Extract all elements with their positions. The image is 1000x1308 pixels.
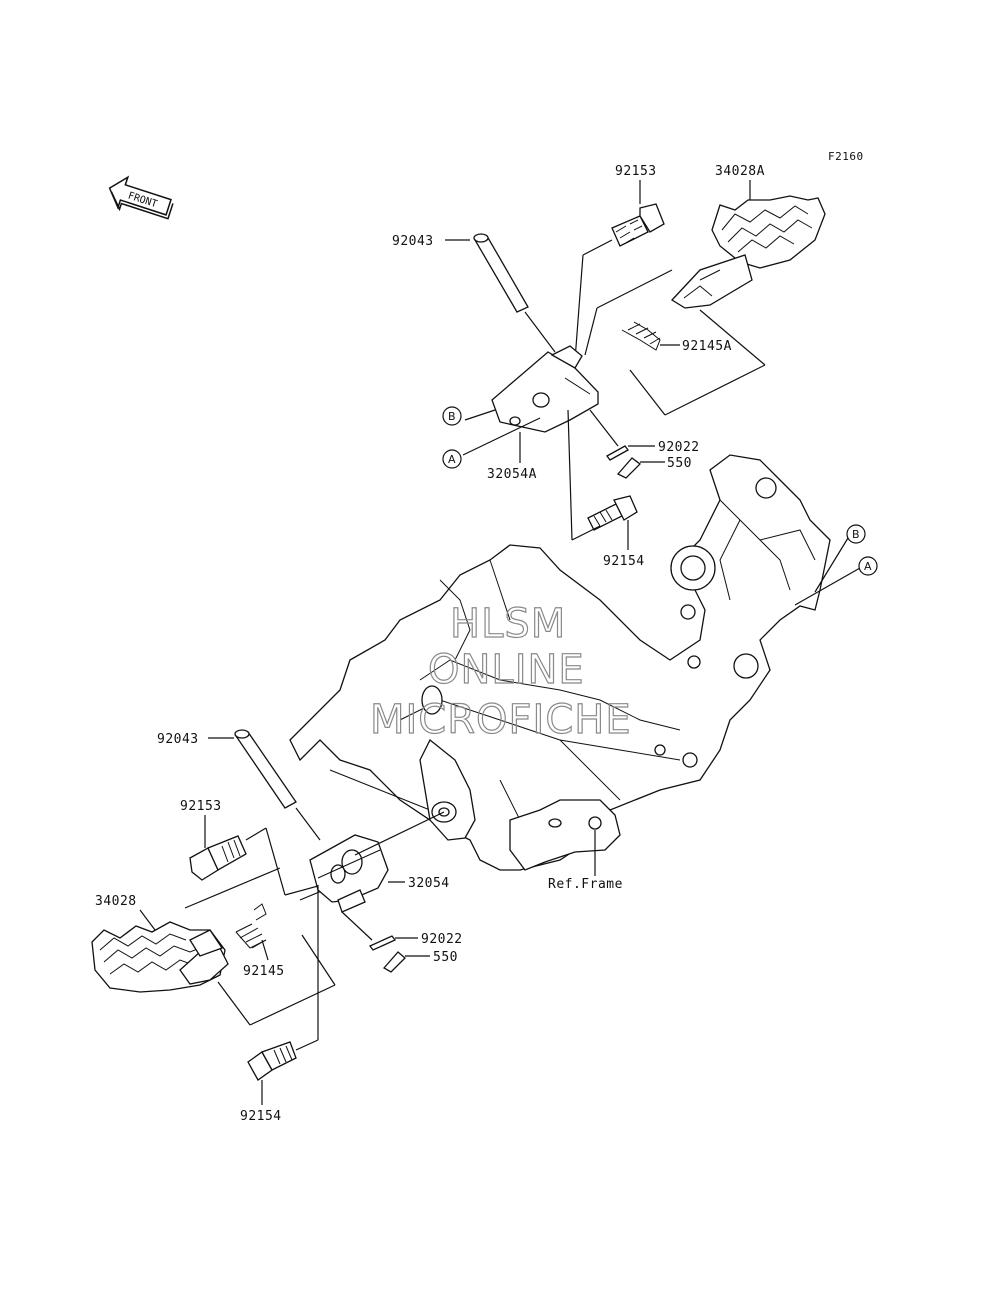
lower-mount-bolt-label: 92154: [240, 1109, 282, 1124]
upper-pin: [473, 233, 529, 313]
upper-ref-a-circle: [442, 449, 462, 469]
frame-ref-a-label: A: [864, 560, 872, 573]
upper-cotter-pin: [606, 445, 629, 461]
upper-mount-bolt-label: 92154: [603, 554, 645, 569]
lower-mount-bolt: [247, 1041, 297, 1081]
lower-bracket-label: 32054: [408, 876, 450, 891]
upper-washer: [616, 457, 641, 479]
lower-bolt: [189, 835, 247, 881]
figure-code: F2160: [828, 150, 864, 163]
frame-drawing: [289, 454, 831, 871]
upper-bolt: [611, 203, 665, 247]
lower-assembly: 92043 92153 32054: [91, 729, 463, 1124]
lower-washer-label: 550: [433, 950, 458, 965]
lower-spring: [235, 903, 267, 949]
upper-mount-bolt: [587, 495, 638, 531]
lower-cotter-pin: [368, 935, 397, 951]
lower-spring-label: 92145: [243, 964, 285, 979]
lower-pin: [234, 729, 297, 809]
upper-bracket-label: 32054A: [487, 467, 537, 482]
lower-pin-label: 92043: [157, 732, 199, 747]
upper-spring: [621, 321, 661, 351]
upper-assembly: 92043 92153 34028A: [392, 164, 826, 569]
upper-footpeg-label: 34028A: [715, 164, 765, 179]
frame-reference-a: A: [794, 556, 878, 606]
lower-bolt-label: 92153: [180, 799, 222, 814]
frame-reference-b: B: [814, 524, 866, 593]
upper-bracket: [491, 345, 599, 433]
watermark: HLSM ONLINE MICROFICHE: [369, 600, 632, 743]
lower-bracket: [309, 834, 389, 913]
ref-frame-label: Ref.Frame: [548, 877, 623, 892]
upper-spring-label: 92145A: [682, 339, 732, 354]
upper-footpeg: [670, 195, 826, 309]
front-arrow-icon: FRONT: [108, 175, 174, 220]
watermark-line-2: ONLINE: [428, 647, 585, 693]
watermark-line-1: HLSM: [450, 601, 566, 647]
upper-washer-label: 550: [667, 456, 692, 471]
upper-ref-a-label: A: [448, 453, 456, 466]
watermark-line-3: MICROFICHE: [370, 697, 632, 743]
frame-ref-b-label: B: [852, 528, 860, 541]
upper-ref-b-circle: [442, 406, 462, 426]
upper-pin-label: 92043: [392, 234, 434, 249]
lower-washer: [382, 951, 406, 973]
lower-footpeg-label: 34028: [95, 894, 137, 909]
upper-cotter-label: 92022: [658, 440, 700, 455]
upper-bolt-label: 92153: [615, 164, 657, 179]
upper-ref-b-label: B: [448, 410, 456, 423]
lower-footpeg: [91, 921, 229, 993]
lower-cotter-label: 92022: [421, 932, 463, 947]
